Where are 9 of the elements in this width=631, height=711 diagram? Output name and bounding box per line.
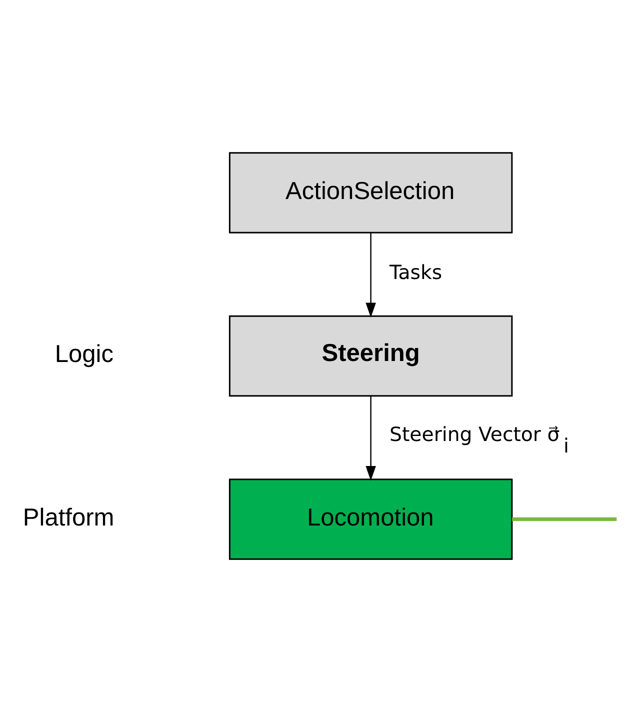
node-box: Locomotion bbox=[228, 478, 513, 560]
label: Logic bbox=[54, 340, 114, 368]
arrow bbox=[366, 232, 376, 318]
connector bbox=[512, 516, 617, 521]
node-box: Steering bbox=[228, 314, 513, 396]
arrow bbox=[366, 396, 376, 480]
node-box: ActionSelection bbox=[228, 152, 513, 233]
edge-label: Tasks bbox=[390, 260, 442, 284]
label: Platform bbox=[22, 504, 114, 531]
